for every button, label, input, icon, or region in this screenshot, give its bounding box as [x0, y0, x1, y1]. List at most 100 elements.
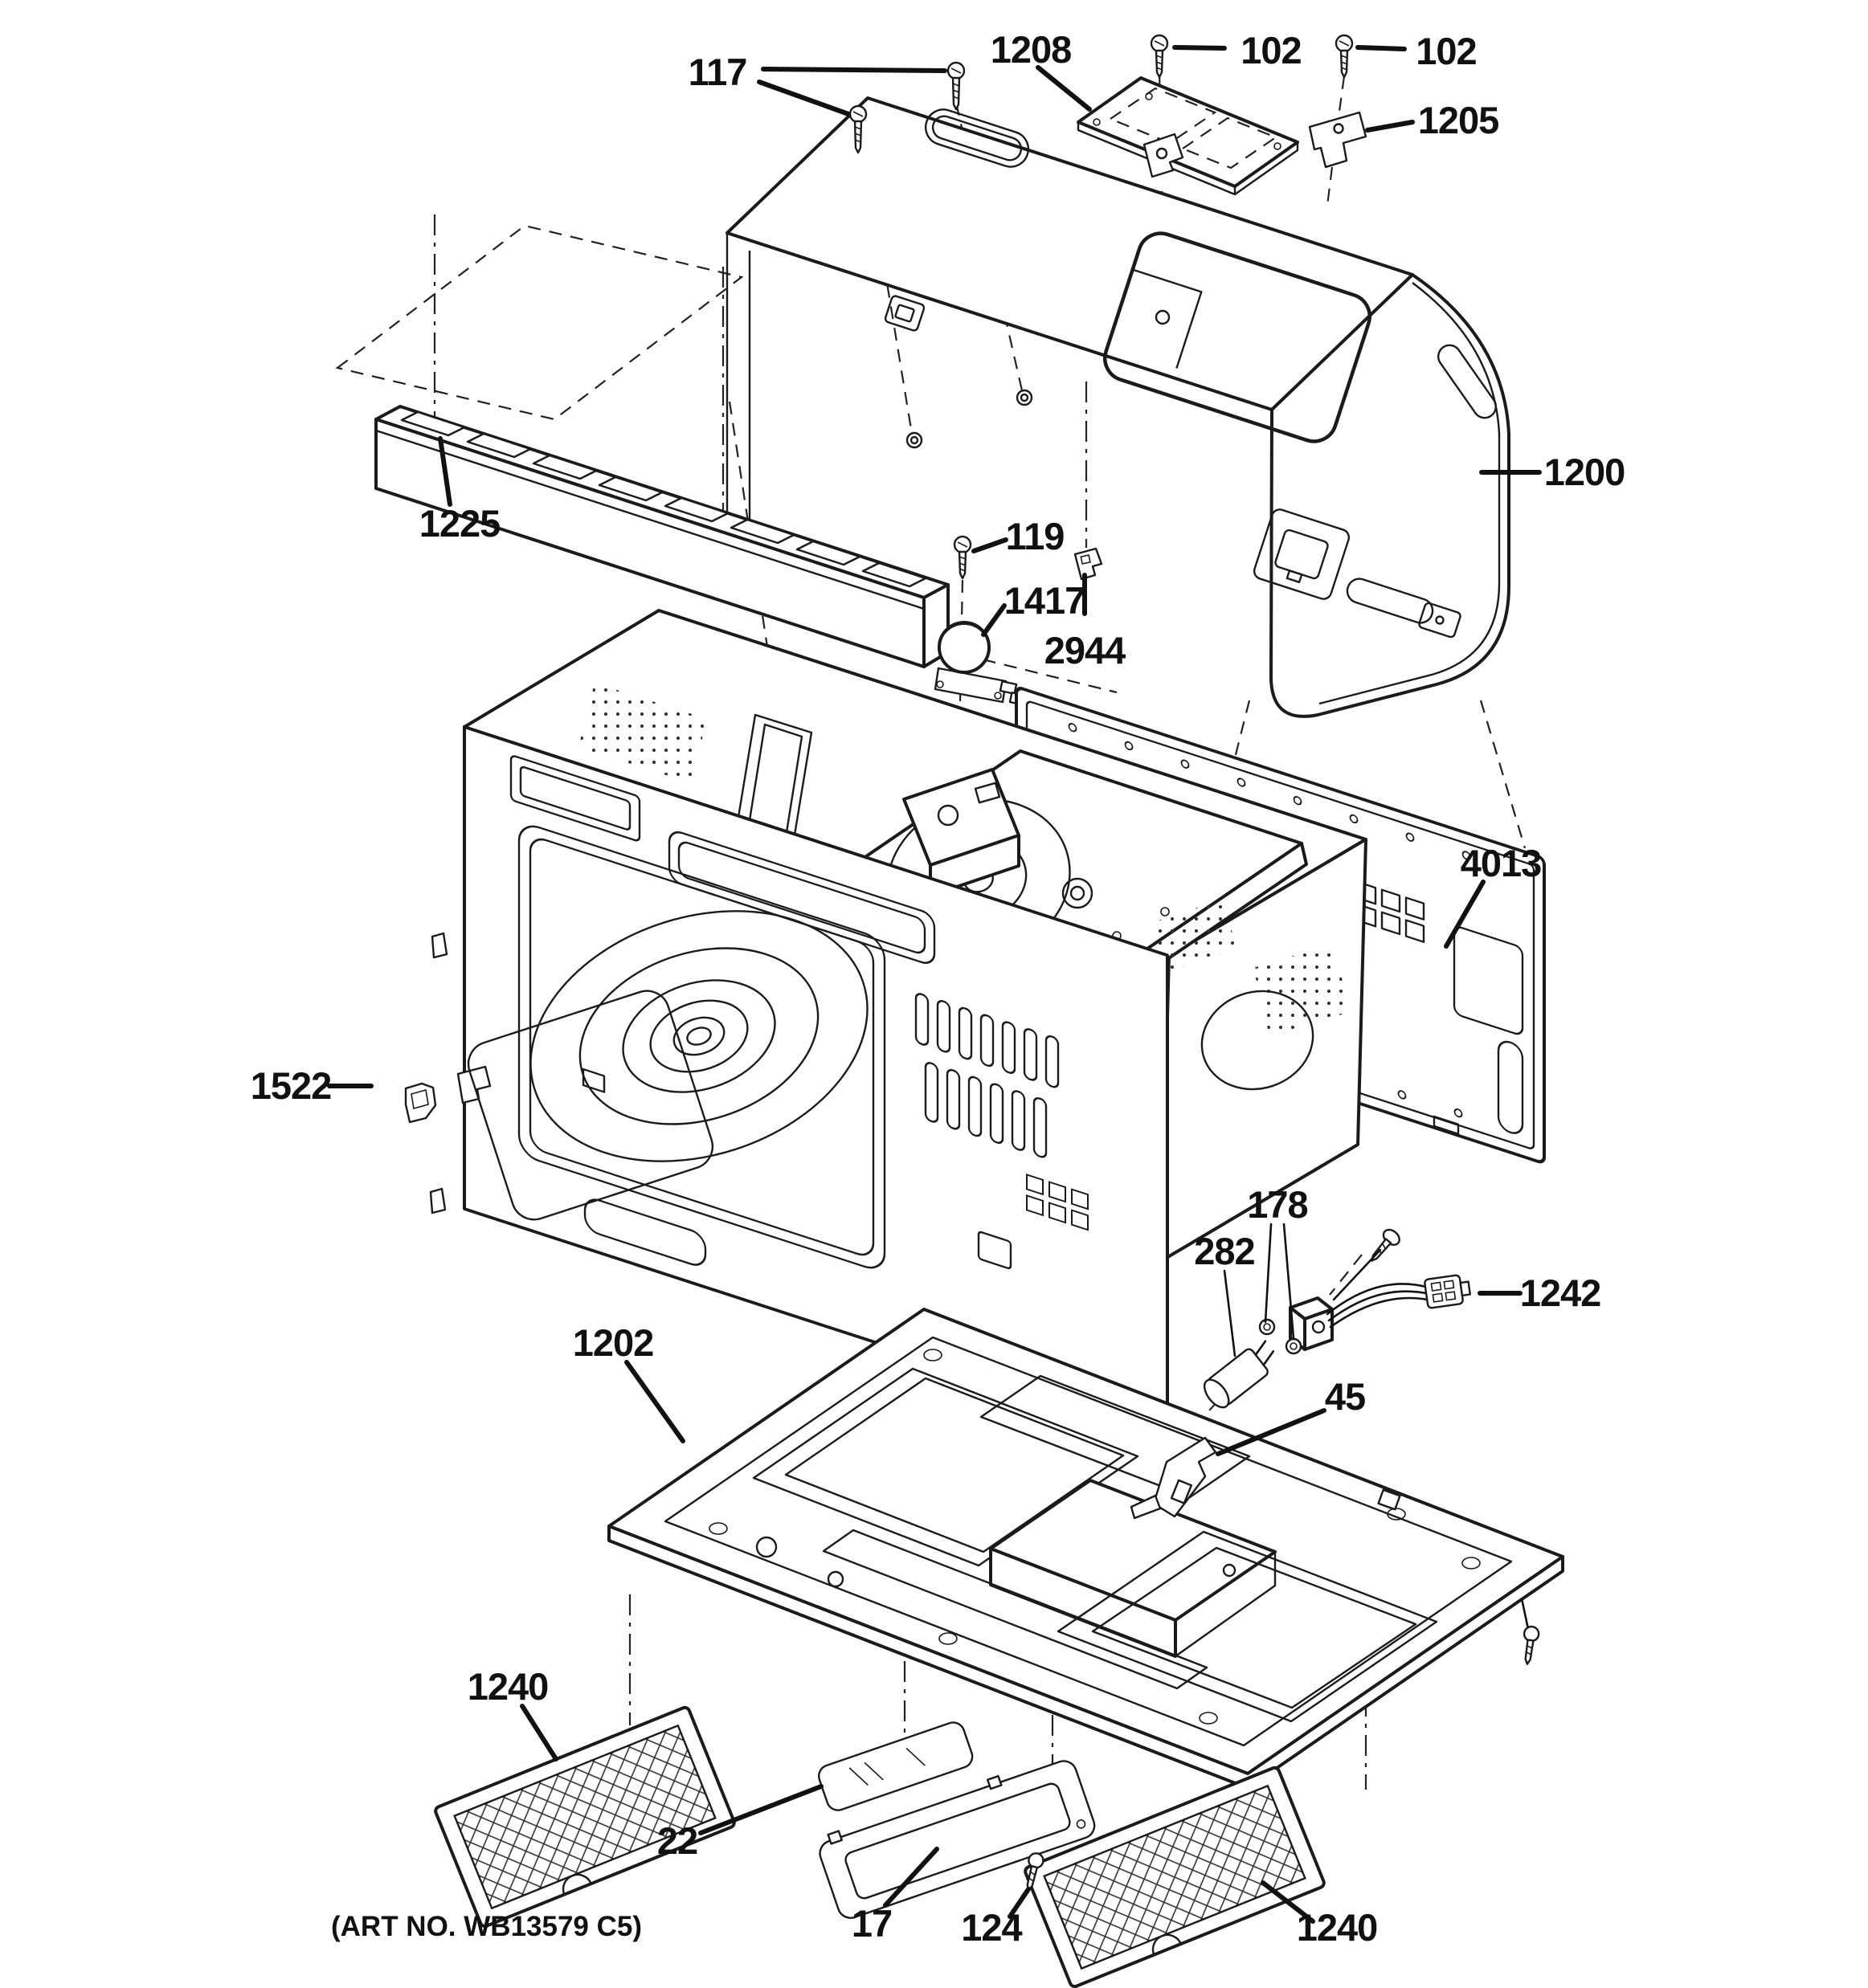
leader-lines [327, 45, 1542, 1924]
panel-slot [1497, 1040, 1524, 1134]
callout-282: 282 [1194, 1230, 1254, 1272]
frame-bottom-slot [583, 1198, 707, 1266]
leader-1240-right [1261, 1880, 1315, 1924]
pcb-component [1180, 116, 1278, 169]
callout-1240-left: 1240 [468, 1665, 549, 1708]
leader-124 [1008, 1887, 1031, 1919]
leader-4013 [1444, 880, 1486, 949]
support-bracket-part [1130, 1436, 1217, 1520]
callout-1522: 1522 [251, 1064, 332, 1107]
leader-119 [971, 537, 1008, 553]
callout-17: 17 [852, 1902, 892, 1945]
capacitor-part [1203, 1340, 1275, 1409]
perforation-patch [578, 683, 707, 783]
thermostat-part [934, 621, 1028, 706]
leader-178-screw [1332, 1248, 1382, 1301]
clip-part-2944 [1073, 547, 1103, 581]
front-frame-part [429, 725, 1169, 1439]
cover-magnetron-cutout [1253, 508, 1351, 600]
left-mount-tray [752, 1367, 1139, 1567]
grease-filter-left-part [434, 1705, 736, 1929]
callout-1417: 1417 [1004, 579, 1085, 622]
callout-1205: 1205 [1418, 99, 1499, 141]
screw-boss [1016, 389, 1033, 406]
callout-102-a: 102 [1241, 29, 1301, 71]
callout-1202: 1202 [573, 1321, 654, 1364]
ghost-outline-grille [335, 224, 744, 421]
leader-22 [698, 1784, 824, 1835]
leader-178-b [1282, 1223, 1295, 1340]
leader-102-b [1355, 45, 1407, 51]
art-number-text: (ART NO. WB13579 C5) [331, 1911, 642, 1942]
screw-119 [953, 535, 972, 580]
screw-102-b [1335, 34, 1354, 79]
callout-119: 119 [1006, 515, 1065, 557]
mount-rail [822, 1529, 1208, 1690]
leader-117-a [761, 67, 947, 73]
leader-1205 [1365, 120, 1415, 133]
cover-panel-align [1479, 700, 1527, 849]
screw-boss [1155, 309, 1171, 325]
pcb-component [1108, 87, 1217, 145]
frame-hook [431, 932, 448, 959]
switch-screw-axis [1329, 1254, 1363, 1296]
base-plate-inner-border [664, 1336, 1513, 1747]
callout-178: 178 [1247, 1183, 1307, 1226]
cover-vent-oval [1346, 578, 1434, 624]
frame-upper-cutout [509, 755, 641, 842]
callout-1242: 1242 [1520, 1272, 1601, 1314]
leader-282 [1223, 1269, 1236, 1357]
callout-4013: 4013 [1461, 842, 1542, 884]
leader-102-a [1172, 45, 1227, 51]
screw-axis-102b [1337, 76, 1346, 118]
callout-1208: 1208 [991, 28, 1072, 71]
switch-part [1258, 1296, 1334, 1355]
panel-cutout [1453, 926, 1524, 1035]
shelf-assembly-part [854, 749, 1308, 978]
perforation-patch [1253, 944, 1350, 1036]
vent-grille-part [374, 405, 950, 668]
base-plate-edge [607, 1525, 1564, 1790]
leader-1417 [981, 603, 1007, 637]
leader-1208 [1036, 65, 1092, 112]
callout-1200: 1200 [1544, 451, 1625, 493]
frame-keypad-grid [1026, 1174, 1089, 1231]
cover-side-oval [1437, 344, 1497, 419]
callout-2944: 2944 [1044, 629, 1126, 672]
screw-axis-102a [1158, 71, 1163, 142]
grease-filter-right-part [1024, 1766, 1326, 1988]
callout-1240-right: 1240 [1297, 1906, 1378, 1949]
cover-pcb-recess [1103, 231, 1371, 443]
door-opening [517, 825, 886, 1269]
callout-117: 117 [689, 51, 747, 93]
screw-axis-119 [957, 579, 964, 786]
frame-hook [429, 1187, 447, 1214]
pcb-assembly-part [1077, 76, 1299, 196]
leader-1202 [624, 1360, 685, 1443]
door-latch-part [404, 1082, 437, 1124]
grounding-bracket-part [1308, 111, 1367, 169]
callout-45: 45 [1325, 1375, 1365, 1418]
leader-117-b [757, 80, 851, 116]
harness-connector [1424, 1274, 1472, 1309]
leader-1225 [438, 436, 452, 507]
screw-117-a [946, 61, 966, 111]
screw-boss [905, 431, 923, 449]
right-mount-tray [1057, 1530, 1438, 1723]
corner-screw [1523, 1625, 1540, 1665]
screw-102-a [1150, 34, 1169, 79]
cover-switch-hole [1418, 602, 1461, 639]
frame-slot-column [914, 993, 1060, 1158]
shelf-dot-patch [1149, 900, 1237, 972]
lamp-lens-part [818, 1721, 974, 1811]
screw-117-b [848, 104, 868, 154]
base-plate-part [607, 1308, 1564, 1790]
wire-harness-part [1326, 1274, 1472, 1329]
screw-124 [1026, 1852, 1044, 1892]
leader-178-a [1264, 1223, 1273, 1324]
callout-102-b: 102 [1416, 30, 1476, 72]
pcb-mount-bracket [1142, 133, 1184, 178]
leader-45 [1216, 1408, 1326, 1456]
callout-1225: 1225 [419, 502, 501, 545]
